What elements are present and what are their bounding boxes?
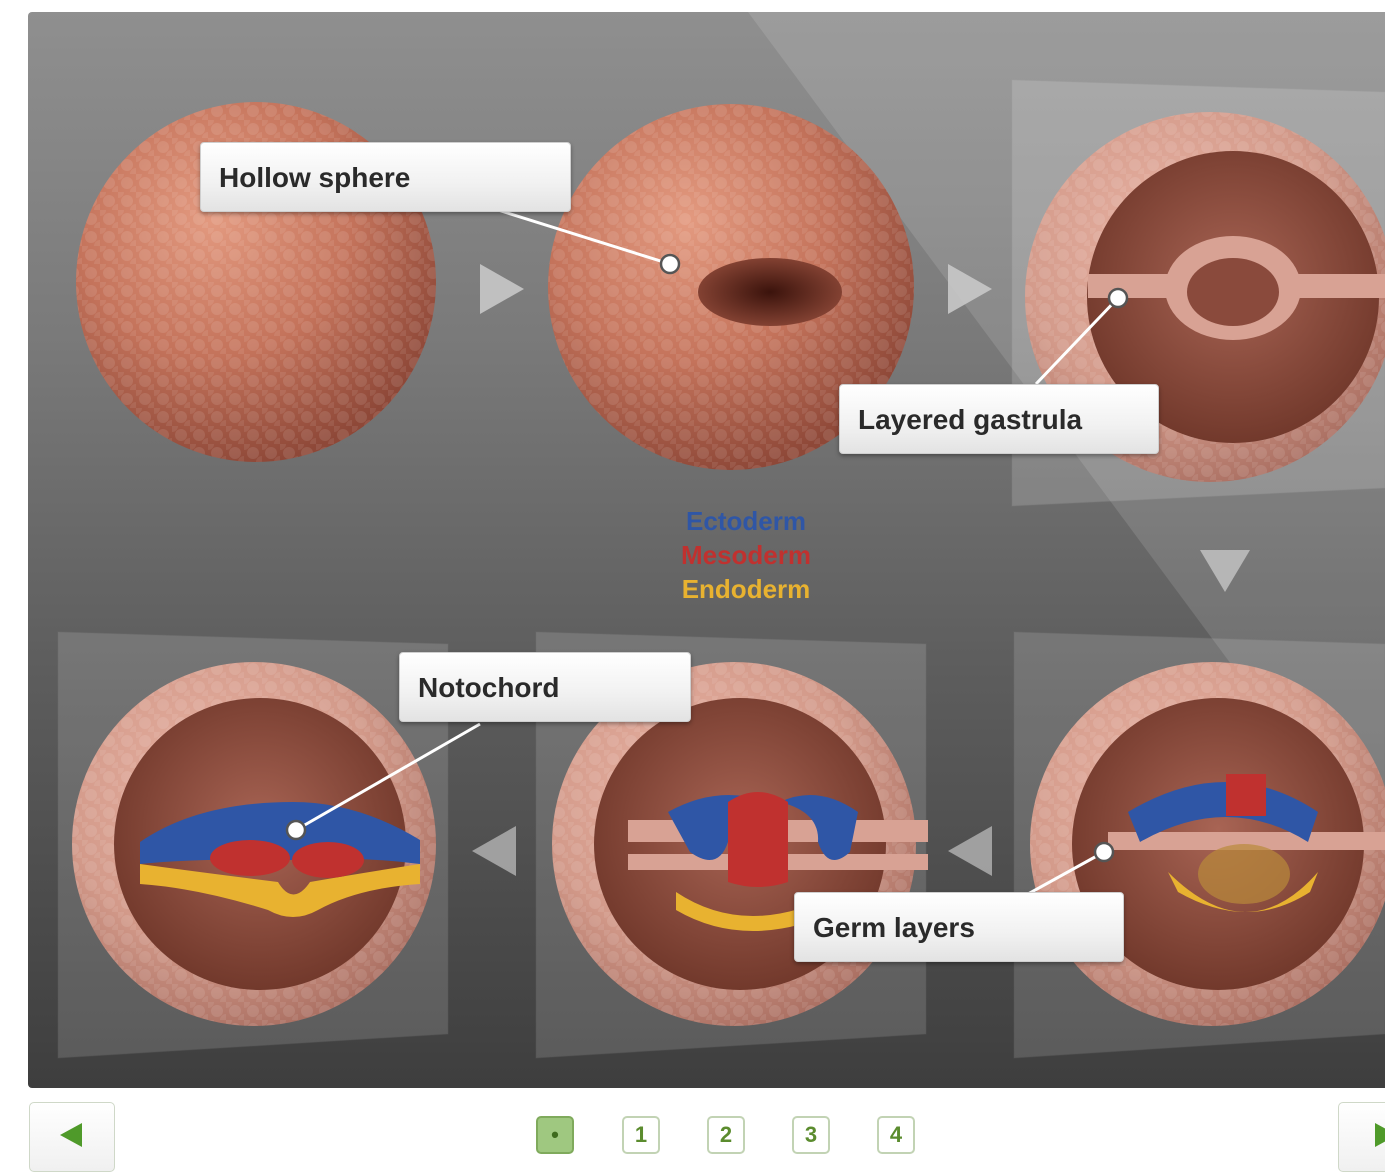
legend-ectoderm: Ectoderm [646, 504, 846, 538]
next-button[interactable] [1338, 1102, 1385, 1172]
slide-navigation: • 1 2 3 4 [0, 1088, 1385, 1163]
callout-label: Notochord [418, 672, 560, 703]
notochord-cross-section [72, 662, 436, 1026]
legend-endoderm: Endoderm [646, 572, 846, 606]
page-2-button[interactable]: 2 [707, 1116, 745, 1154]
diagram-stage: Hollow sphere Layered gastrula Notochord… [28, 12, 1385, 1088]
legend-mesoderm: Mesoderm [646, 538, 846, 572]
flow-arrow-left-1 [472, 826, 516, 876]
page-overview-button[interactable]: • [536, 1116, 574, 1154]
callout-label: Hollow sphere [219, 162, 410, 193]
germ-layers-cross-section [1030, 662, 1385, 1026]
page-4-button[interactable]: 4 [877, 1116, 915, 1154]
germ-layer-legend: Ectoderm Mesoderm Endoderm [646, 504, 846, 606]
callout-label: Layered gastrula [858, 404, 1082, 435]
callout-layered-gastrula: Layered gastrula [839, 384, 1159, 454]
callout-notochord: Notochord [399, 652, 691, 722]
previous-button[interactable] [29, 1102, 115, 1172]
callout-label: Germ layers [813, 912, 975, 943]
flow-arrow-left-2 [948, 826, 992, 876]
page-3-button[interactable]: 3 [792, 1116, 830, 1154]
callout-hollow-sphere: Hollow sphere [200, 142, 571, 212]
page-1-button[interactable]: 1 [622, 1116, 660, 1154]
callout-germ-layers: Germ layers [794, 892, 1124, 962]
flow-arrow-right-1 [480, 264, 524, 314]
